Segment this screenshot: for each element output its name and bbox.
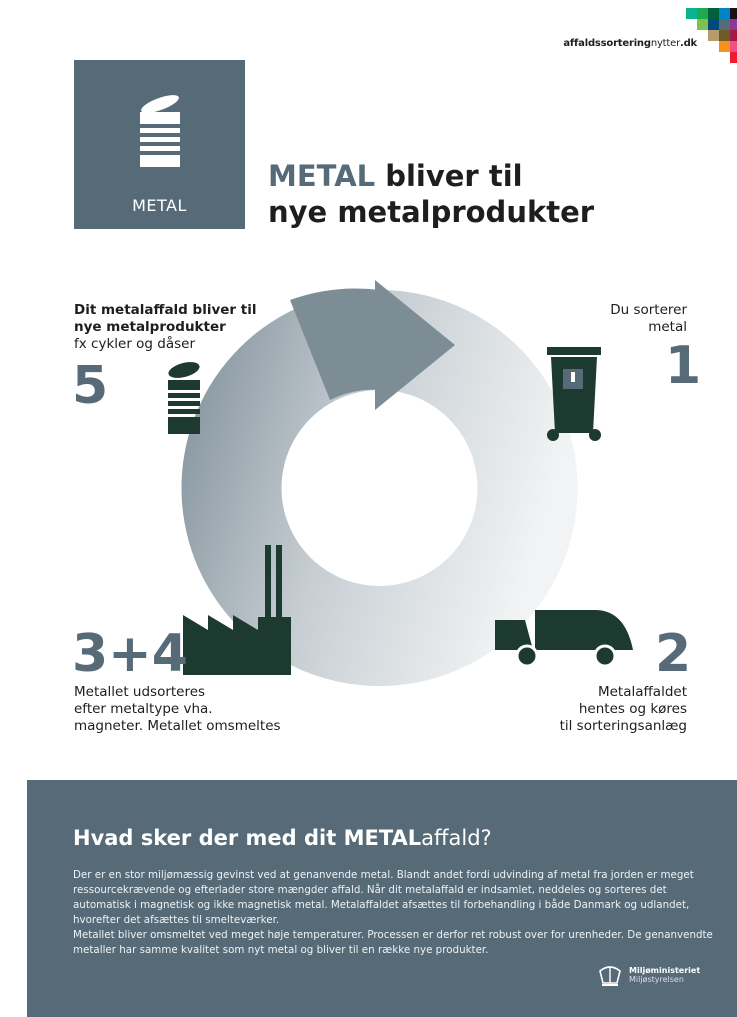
info-panel: Hvad sker der med dit METALaffald? Der e…	[27, 780, 737, 1017]
step-1-number: 1	[665, 336, 702, 396]
panel-title: Hvad sker der med dit METALaffald?	[73, 826, 492, 850]
logo-square	[719, 19, 730, 30]
step-5-line1: Dit metalaffald bliver til	[74, 302, 257, 318]
logo-bold: affaldssortering	[563, 38, 651, 49]
title-line2: nye metalprodukter	[268, 195, 595, 229]
logo-square	[708, 8, 719, 19]
logo-square	[730, 8, 737, 19]
step-3-4-line3: magneter. Metallet omsmeltes	[74, 718, 281, 734]
tin-can-icon	[140, 95, 180, 167]
logo-light: nytter	[650, 38, 680, 49]
crown-icon	[599, 966, 621, 986]
step-5-number: 5	[72, 356, 109, 416]
logo-square	[697, 8, 708, 19]
step-5-line2: nye metalprodukter	[74, 319, 226, 335]
category-label: METAL	[132, 196, 187, 215]
agency-name: Miljøstyrelsen	[629, 975, 684, 984]
step-1-text: Du sorterer metal	[610, 302, 687, 336]
panel-title-suffix: affald?	[421, 826, 492, 850]
step-1-line1: Du sorterer	[610, 302, 687, 318]
logo-square	[686, 8, 697, 19]
step-2-text: Metalaffaldet hentes og køres til sorter…	[560, 684, 687, 735]
step-5-text: Dit metalaffald bliver til nye metalprod…	[74, 302, 257, 353]
panel-paragraph: Der er en stor miljømæssig gevinst ved a…	[73, 869, 694, 926]
category-tile: METAL	[74, 60, 245, 229]
step-5-line3: fx cykler og dåser	[74, 336, 196, 352]
factory-icon	[183, 545, 291, 675]
title-accent: METAL	[268, 159, 376, 193]
ministry-name: Miljøministeriet	[629, 966, 701, 975]
panel-body: Der er en stor miljømæssig gevinst ved a…	[73, 868, 713, 958]
step-3-4-text: Metallet udsorteres efter metaltype vha.…	[74, 684, 281, 735]
step-2-line2: hentes og køres	[578, 701, 687, 717]
panel-title-prefix: Hvad sker der med dit	[73, 826, 344, 850]
title-line1: bliver til	[375, 159, 523, 193]
panel-paragraph: Metallet bliver omsmeltet ved meget høje…	[73, 929, 713, 956]
logo-suffix: .dk	[679, 38, 697, 49]
logo-square	[719, 41, 730, 52]
logo-square	[730, 30, 737, 41]
site-logo: affaldssorteringnytter.dk	[563, 38, 697, 49]
page-title: METAL bliver til nye metalprodukter	[268, 158, 594, 230]
logo-square	[730, 52, 737, 63]
logo-square	[697, 19, 708, 30]
step-2-line1: Metalaffaldet	[597, 684, 687, 700]
step-3-4-line1: Metallet udsorteres	[74, 684, 206, 700]
step-3-4-line2: efter metaltype vha.	[74, 701, 213, 717]
step-2-number: 2	[655, 624, 692, 684]
logo-square	[730, 41, 737, 52]
garbage-truck-icon	[495, 610, 633, 668]
logo-square	[719, 8, 730, 19]
wheelie-bin-icon	[547, 347, 601, 441]
logo-square	[730, 19, 737, 30]
logo-squares	[0, 0, 737, 63]
logo-square	[708, 19, 719, 30]
step-1-line2: metal	[648, 319, 687, 335]
step-2-line3: til sorteringsanlæg	[559, 718, 687, 734]
panel-title-accent: METAL	[343, 826, 422, 850]
ministry-logo: Miljøministeriet Miljøstyrelsen	[597, 963, 700, 987]
logo-square	[719, 30, 730, 41]
logo-square	[708, 30, 719, 41]
tin-can-icon	[168, 362, 200, 434]
step-3-4-number: 3+4	[72, 624, 188, 684]
